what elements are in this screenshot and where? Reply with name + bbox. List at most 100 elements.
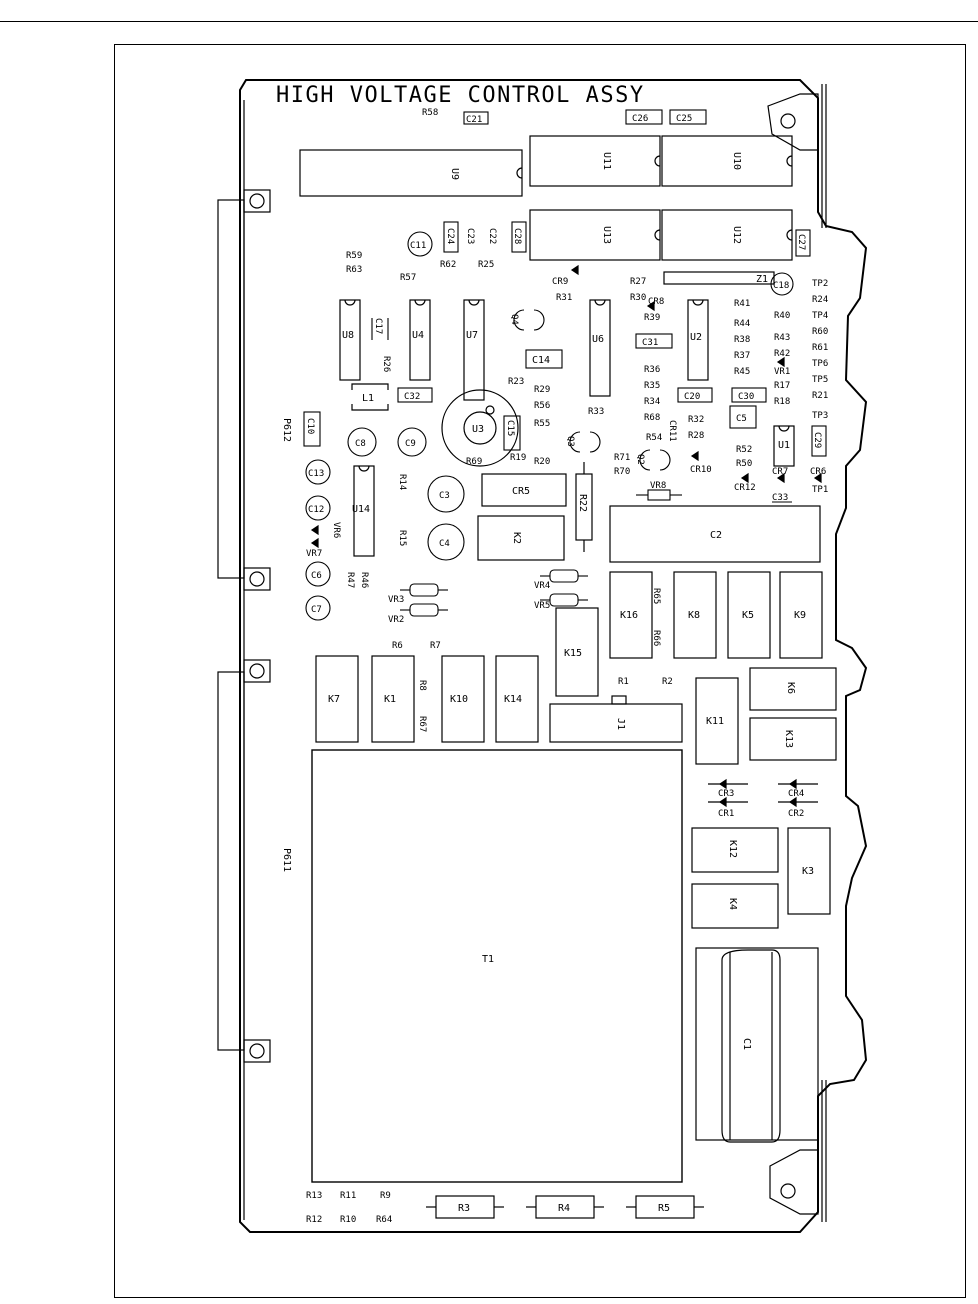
label-k10: K10 [450, 694, 468, 705]
label-r60: R60 [812, 327, 828, 337]
label-r32: R32 [688, 415, 704, 425]
label-u14: U14 [352, 504, 370, 515]
label-vr5: VR5 [534, 601, 550, 611]
label-u12: U12 [731, 226, 742, 244]
label-k2: K2 [511, 532, 522, 544]
label-c15: C15 [505, 420, 515, 436]
label-c10: C10 [305, 418, 315, 434]
jack-j1-body [549, 695, 683, 743]
label-r15: R15 [397, 530, 407, 546]
label-r52: R52 [736, 445, 752, 455]
label-k5: K5 [742, 610, 754, 621]
label-c24: C24 [445, 228, 455, 244]
connector-p611 [217, 659, 271, 1063]
label-c12: C12 [308, 505, 324, 515]
label-r50: R50 [736, 459, 752, 469]
label-q4: Q4 [509, 314, 519, 325]
label-u9: U9 [449, 168, 460, 180]
label-k7: K7 [328, 694, 340, 705]
label-r20: R20 [534, 457, 550, 467]
mounting-bracket-bottom [769, 1080, 827, 1222]
label-r55: R55 [534, 419, 550, 429]
label-vr3: VR3 [388, 595, 404, 605]
label-r40: R40 [774, 311, 790, 321]
label-cr2: CR2 [788, 809, 804, 819]
transformer-t1 [311, 749, 683, 1183]
label-r61: R61 [812, 343, 828, 353]
label-r28: R28 [688, 431, 704, 441]
label-r10: R10 [340, 1215, 356, 1225]
label-r64: R64 [376, 1215, 392, 1225]
label-r9: R9 [380, 1191, 391, 1201]
label-c18: C18 [773, 281, 789, 291]
label-r27: R27 [630, 277, 646, 287]
label-k9: K9 [794, 610, 806, 621]
label-r67: R67 [417, 716, 427, 732]
label-r19: R19 [510, 453, 526, 463]
label-k14: K14 [504, 694, 522, 705]
label-r34: R34 [644, 397, 660, 407]
header-rule [0, 21, 978, 22]
label-q2: Q2 [635, 454, 645, 465]
label-r18: R18 [774, 397, 790, 407]
label-cr12: CR12 [734, 483, 756, 493]
label-r29: R29 [534, 385, 550, 395]
label-r45: R45 [734, 367, 750, 377]
label-r23: R23 [508, 377, 524, 387]
label-r44: R44 [734, 319, 750, 329]
label-u4: U4 [412, 330, 424, 341]
label-u2: U2 [690, 332, 702, 343]
label-r38: R38 [734, 335, 750, 345]
label-r8: R8 [417, 680, 427, 691]
label-r59: R59 [346, 251, 362, 261]
label-cr11: CR11 [667, 420, 677, 442]
label-u7: U7 [466, 330, 478, 341]
label-r4: R4 [558, 1203, 570, 1214]
label-r12: R12 [306, 1215, 322, 1225]
label-r6: R6 [392, 641, 403, 651]
label-c9: C9 [405, 439, 416, 449]
label-c27: C27 [796, 234, 806, 250]
label-r22: R22 [577, 494, 588, 512]
regulator-u3-body [441, 389, 519, 467]
label-r37: R37 [734, 351, 750, 361]
label-r71: R71 [614, 453, 630, 463]
label-r62: R62 [440, 260, 456, 270]
label-j1: J1 [615, 718, 626, 730]
label-u11: U11 [601, 152, 612, 170]
label-c31: C31 [642, 338, 658, 348]
label-r5: R5 [658, 1203, 670, 1214]
label-c11: C11 [410, 241, 426, 251]
label-vr1: VR1 [774, 367, 790, 377]
label-r11: R11 [340, 1191, 356, 1201]
label-p612: P612 [281, 418, 292, 442]
label-z1: Z1 [756, 274, 768, 285]
zener-vr8 [636, 489, 682, 501]
label-r30: R30 [630, 293, 646, 303]
label-r33: R33 [588, 407, 604, 417]
label-r25: R25 [478, 260, 494, 270]
zener-pairs [400, 569, 588, 617]
label-k6: K6 [785, 682, 796, 694]
label-tp5: TP5 [812, 375, 828, 385]
label-tp3: TP3 [812, 411, 828, 421]
label-u1: U1 [778, 440, 790, 451]
label-c32: C32 [404, 392, 420, 402]
label-r1: R1 [618, 677, 629, 687]
label-c8: C8 [355, 439, 366, 449]
label-c28: C28 [512, 228, 522, 244]
label-r70: R70 [614, 467, 630, 477]
label-cr8: CR8 [648, 297, 664, 307]
mounting-bracket-top [767, 84, 827, 228]
label-c5: C5 [736, 414, 747, 424]
label-vr2: VR2 [388, 615, 404, 625]
connector-p612 [217, 189, 271, 591]
label-u13: U13 [601, 226, 612, 244]
label-q3: Q3 [565, 436, 575, 447]
label-c29: C29 [812, 432, 822, 448]
label-r31: R31 [556, 293, 572, 303]
label-r63: R63 [346, 265, 362, 275]
label-p611: P611 [281, 848, 292, 872]
label-tp6: TP6 [812, 359, 828, 369]
label-k4: K4 [727, 898, 738, 910]
